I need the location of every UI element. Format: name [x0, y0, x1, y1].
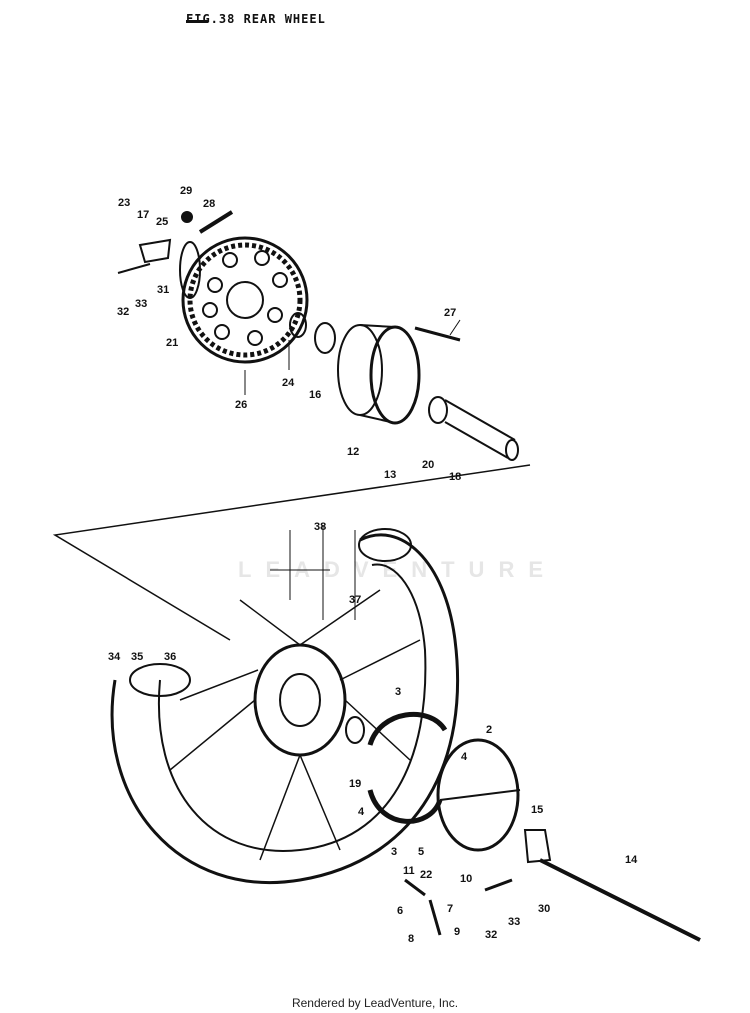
callout-6: 6	[397, 905, 403, 917]
callout-7: 7	[447, 903, 453, 915]
axle-sleeve	[428, 396, 519, 461]
bolt	[414, 326, 461, 342]
spacer-bushing	[289, 312, 307, 338]
figure-title: FIG.38 REAR WHEEL	[186, 12, 326, 26]
callout-29: 29	[180, 185, 192, 197]
title-arrow-icon	[186, 20, 208, 23]
callout-12: 12	[347, 446, 359, 458]
callout-31: 31	[157, 284, 169, 296]
callout-23: 23	[118, 197, 130, 209]
figure-title-text: FIG.38 REAR WHEEL	[186, 12, 326, 26]
cam-lever	[404, 878, 442, 936]
callout-20: 20	[422, 459, 434, 471]
callout-5: 5	[418, 846, 424, 858]
callout-3: 3	[391, 846, 397, 858]
callout-37: 37	[349, 594, 361, 606]
callout-14: 14	[625, 854, 638, 866]
rear-wheel	[110, 528, 460, 884]
callout-28: 28	[203, 198, 215, 210]
callout-34: 34	[108, 651, 121, 663]
callout-16: 16	[309, 389, 321, 401]
callout-9: 9	[454, 926, 460, 938]
render-credit: Rendered by LeadVenture, Inc.	[291, 996, 459, 1010]
callout-10: 10	[460, 873, 472, 885]
callout-22: 22	[420, 869, 432, 881]
callout-17: 17	[137, 209, 149, 221]
callout-25: 25	[156, 216, 168, 228]
leader-lines	[244, 319, 461, 620]
callout-32: 32	[117, 306, 129, 318]
callout-3: 3	[395, 686, 401, 698]
callout-32: 32	[485, 929, 497, 941]
brake-panel	[436, 738, 521, 852]
lock-ring	[179, 241, 201, 299]
callout-4: 4	[358, 806, 365, 818]
callout-15: 15	[531, 804, 543, 816]
callout-26: 26	[235, 399, 247, 411]
callout-38: 38	[314, 521, 326, 533]
rear-axle	[539, 858, 701, 942]
callout-labels: 2317252928313332212624162712132018383734…	[108, 185, 638, 945]
callout-21: 21	[166, 337, 178, 349]
axle-spacer	[523, 829, 552, 864]
callout-24: 24	[282, 377, 295, 389]
bearing	[314, 322, 336, 354]
callout-11: 11	[403, 865, 415, 877]
sprocket-bolts	[117, 210, 234, 274]
callout-18: 18	[449, 471, 461, 483]
callout-27: 27	[444, 307, 456, 319]
wheel-bearing	[345, 716, 365, 744]
callout-8: 8	[408, 933, 414, 945]
brake-shoes	[367, 712, 448, 824]
stopper-bolt	[484, 878, 513, 892]
callout-13: 13	[384, 469, 396, 481]
callout-30: 30	[538, 903, 550, 915]
callout-4: 4	[461, 751, 468, 763]
callout-2: 2	[486, 724, 492, 736]
callout-19: 19	[349, 778, 361, 790]
callout-33: 33	[508, 916, 520, 928]
sprocket-drum	[337, 324, 421, 425]
callout-35: 35	[131, 651, 143, 663]
rear-sprocket	[181, 236, 309, 364]
callout-36: 36	[164, 651, 176, 663]
callout-33: 33	[135, 298, 147, 310]
